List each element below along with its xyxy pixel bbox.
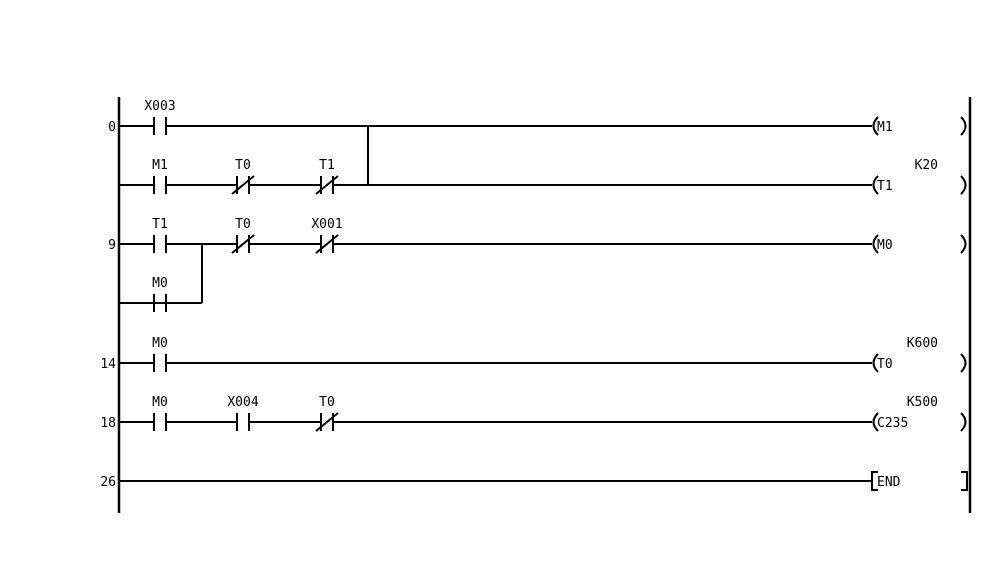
- rung4-contact-1-label: X004: [227, 395, 258, 410]
- rung2-contact-2-label: X001: [311, 217, 342, 232]
- rung1-contact-1-nc-slash: [231, 175, 255, 195]
- rung4-coil-right-arc: [960, 412, 967, 432]
- rung5-step-number: 26: [100, 475, 116, 490]
- rung4-step-number: 18: [100, 416, 116, 431]
- rung3-step-number: 14: [100, 357, 116, 372]
- rung1-contact-0-label: M1: [152, 158, 168, 173]
- rung2-contact-1-nc-slash: [231, 234, 255, 254]
- rung3-coil-label: T0: [877, 357, 893, 372]
- rung3-contact-0-label: M0: [152, 336, 168, 351]
- rung5-end-left-bracket: [871, 471, 878, 491]
- rung1-coil-constant: K20: [915, 158, 938, 173]
- rung0-coil-label: M1: [877, 120, 893, 135]
- rung1-coil-label: T1: [877, 179, 893, 194]
- rung2-contact-1-label: T0: [235, 217, 251, 232]
- rung0-coil-left-arc: [872, 116, 879, 136]
- rung1-coil-right-arc: [960, 175, 967, 195]
- rung4-coil-label: C235: [877, 416, 908, 431]
- rung5-coil-label: END: [877, 475, 901, 490]
- rung2-contact-2-nc-slash: [315, 234, 339, 254]
- rung4-coil-constant: K500: [907, 395, 938, 410]
- rung5-end-right-bracket: [961, 471, 968, 491]
- rung1-contact-1-label: T0: [235, 158, 251, 173]
- rung2-step-number: 9: [108, 238, 116, 253]
- rung0-step-number: 0: [108, 120, 116, 135]
- rung4-contact-2-label: T0: [319, 395, 335, 410]
- rung0-coil-right-arc: [960, 116, 967, 136]
- rung3-coil-constant: K600: [907, 336, 938, 351]
- rung1-contact-2-label: T1: [319, 158, 335, 173]
- rung4-coil-left-arc: [872, 412, 879, 432]
- rung3-coil-left-arc: [872, 353, 879, 373]
- rung2-coil-label: M0: [877, 238, 893, 253]
- rung2-contact-0-label: T1: [152, 217, 168, 232]
- rung0-contact-0-label: X003: [144, 99, 175, 114]
- rung4-contact-0-label: M0: [152, 395, 168, 410]
- rung2-coil-left-arc: [872, 234, 879, 254]
- rung4-contact-2-nc-slash: [315, 412, 339, 432]
- rung2-coil-right-arc: [960, 234, 967, 254]
- rung1-contact-2-nc-slash: [315, 175, 339, 195]
- rung1-coil-left-arc: [872, 175, 879, 195]
- rung2-branch-contact-0-label: M0: [152, 276, 168, 291]
- rung3-coil-right-arc: [960, 353, 967, 373]
